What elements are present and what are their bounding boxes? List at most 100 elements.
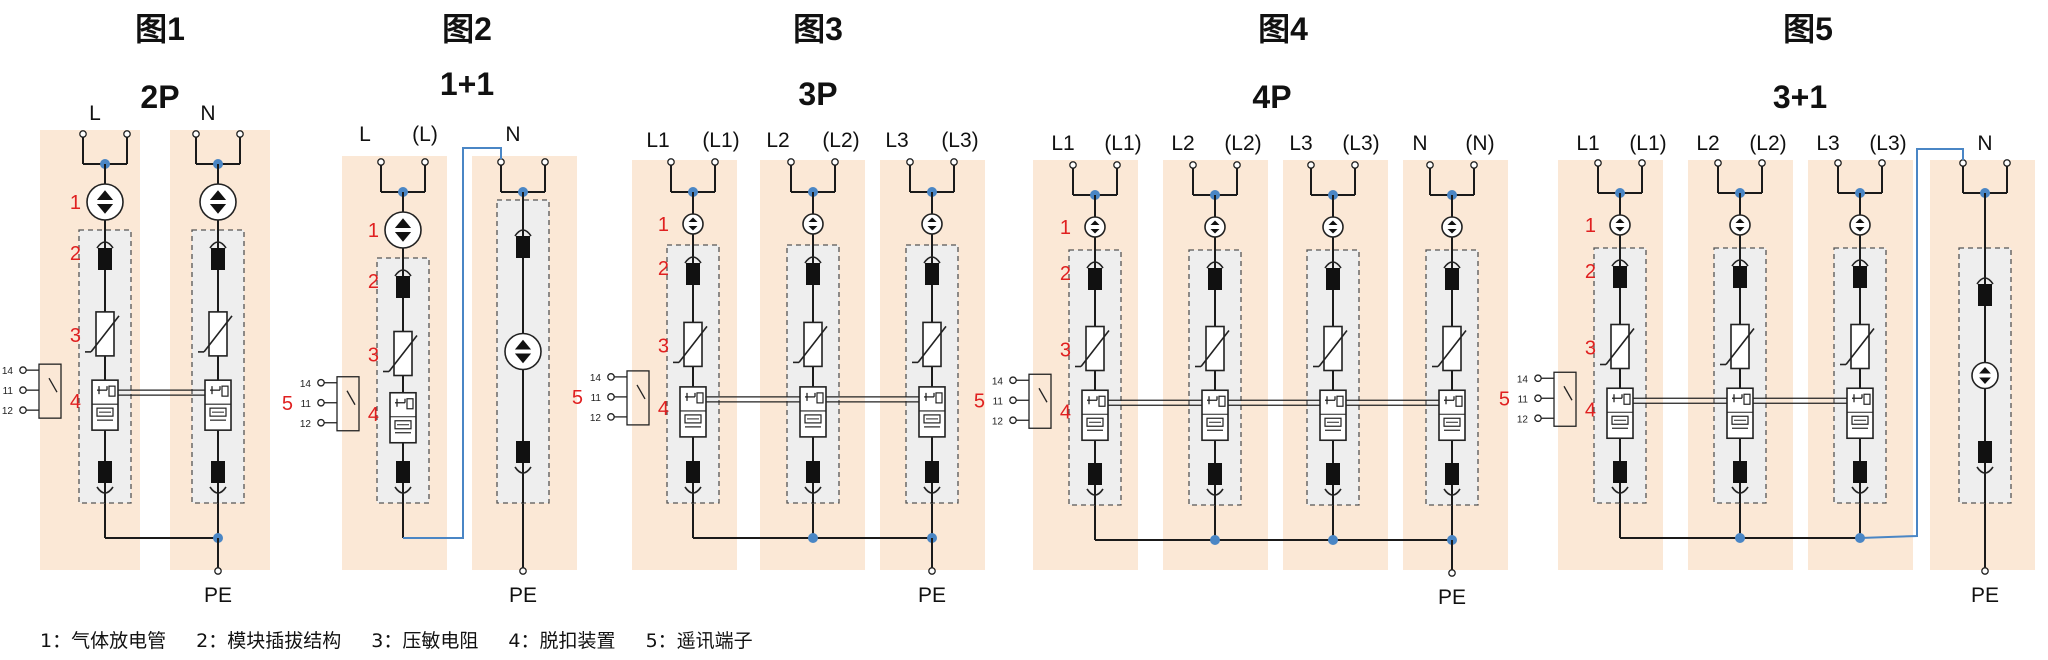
terminal-label: L2 (766, 129, 789, 152)
remote-signal-terminal (317, 398, 325, 407)
tripping-device-icon (1319, 389, 1347, 442)
varistor-slash (1605, 328, 1635, 365)
terminal (497, 158, 505, 166)
plug-cap (804, 256, 822, 264)
trip-glyph-box (108, 385, 116, 397)
plug-block-icon (98, 461, 112, 483)
plug-block-icon (1733, 266, 1747, 288)
plug-block-icon (211, 461, 225, 483)
gdt-arrow-down (808, 226, 818, 231)
terminal-label: (L2) (1749, 132, 1786, 155)
plug-cap-bottom (684, 486, 702, 494)
terminal-label: L2 (1171, 132, 1194, 155)
pe-label: PE (1438, 586, 1466, 609)
terminal-number: 11 (301, 399, 312, 410)
terminal-number: 14 (300, 379, 312, 390)
plug-cap (1324, 261, 1342, 269)
plug-cap (1611, 259, 1629, 267)
callout-number: 4 (1060, 401, 1071, 423)
plug-block-icon (516, 236, 530, 258)
plug-cap (684, 256, 702, 264)
gas-discharge-tube-icon (1084, 216, 1106, 238)
pe-terminal (928, 567, 936, 575)
callout-number: 5 (974, 390, 985, 412)
junction-dot (1735, 533, 1745, 543)
varistor-slash (388, 335, 418, 372)
varistor-slash (1725, 328, 1755, 365)
gdt-arrow-up (1210, 220, 1220, 225)
callout-number: 2 (658, 258, 669, 280)
remote-signal-terminal (1009, 396, 1017, 405)
callout-number: 3 (1060, 340, 1071, 362)
terminal (1834, 159, 1842, 167)
gdt-arrow-up (1615, 218, 1625, 223)
gas-discharge-tube-icon (1849, 214, 1871, 236)
plug-cap (96, 241, 114, 249)
terminal-label: (L1) (702, 129, 739, 152)
plug-cap-bottom (1976, 466, 1994, 474)
terminal (2003, 159, 2011, 167)
varistor-slash (1845, 328, 1875, 365)
terminal-number: 14 (992, 376, 1004, 387)
terminal-number: 12 (590, 413, 602, 424)
terminal (1426, 161, 1434, 169)
plug-block-icon (396, 461, 410, 483)
trip-glyph-box (1324, 417, 1342, 427)
gdt-arrow-up (1735, 218, 1745, 223)
gdt-arrow-up (394, 218, 412, 228)
trip-glyph-box (1863, 393, 1871, 405)
pe-terminal (519, 567, 527, 575)
terminal (1307, 161, 1315, 169)
pole: N (1930, 132, 2035, 570)
remote-signal-terminal (1534, 414, 1542, 423)
gas-discharge-tube-icon (1204, 216, 1226, 238)
plug-block-icon (1088, 268, 1102, 290)
pe-label: PE (918, 584, 946, 607)
trip-glyph-box (209, 407, 227, 417)
remote-signal-bracket (38, 363, 62, 419)
junction-dot (1855, 533, 1865, 543)
plug-cap-bottom (923, 486, 941, 494)
terminal (1189, 161, 1197, 169)
gdt-arrow-down (96, 204, 114, 214)
pole: L3(L3) (1808, 132, 1913, 570)
pole: L3(L3) (880, 129, 985, 570)
trip-glyph-box (923, 414, 941, 424)
terminal-number: 12 (992, 416, 1004, 427)
terminal-label: (L2) (1224, 132, 1261, 155)
gas-discharge-tube-icon (86, 183, 124, 221)
plug-cap-bottom (1611, 486, 1629, 494)
terminal-number: 14 (2, 366, 14, 377)
terminal-label: (L3) (1342, 132, 1379, 155)
accent-wire (1859, 148, 1964, 539)
gas-discharge-tube-icon (1971, 361, 1999, 390)
trip-glyph-box (804, 414, 822, 424)
terminal (950, 158, 958, 166)
plug-block-icon (806, 263, 820, 285)
gas-discharge-tube-icon (802, 213, 824, 235)
trip-glyph-box (1851, 415, 1869, 425)
terminal (1594, 159, 1602, 167)
pe-label: PE (204, 584, 232, 607)
remote-signal-terminal (607, 413, 615, 421)
terminal (1233, 161, 1241, 169)
trip-glyph-box (406, 398, 414, 410)
callout-number: 2 (70, 243, 81, 265)
tripping-device-icon (1846, 387, 1874, 440)
plug-cap (209, 241, 227, 249)
pole: L2(L2) (1688, 132, 1793, 570)
plug-block-icon (925, 263, 939, 285)
figure-title: 3P (798, 76, 837, 112)
pole: N (170, 102, 270, 570)
gas-discharge-tube-icon (1441, 216, 1463, 238)
pe-terminal (1448, 569, 1456, 577)
gas-discharge-tube-icon (1609, 214, 1631, 236)
remote-signal-terminal (317, 378, 325, 387)
tripping-device-icon (918, 386, 946, 438)
gdt-arrow-up (1090, 220, 1100, 225)
callout-number: 1 (658, 214, 669, 236)
terminal (1758, 159, 1766, 167)
terminal-number: 12 (300, 419, 312, 430)
figure-label: 图4 (1258, 11, 1308, 47)
